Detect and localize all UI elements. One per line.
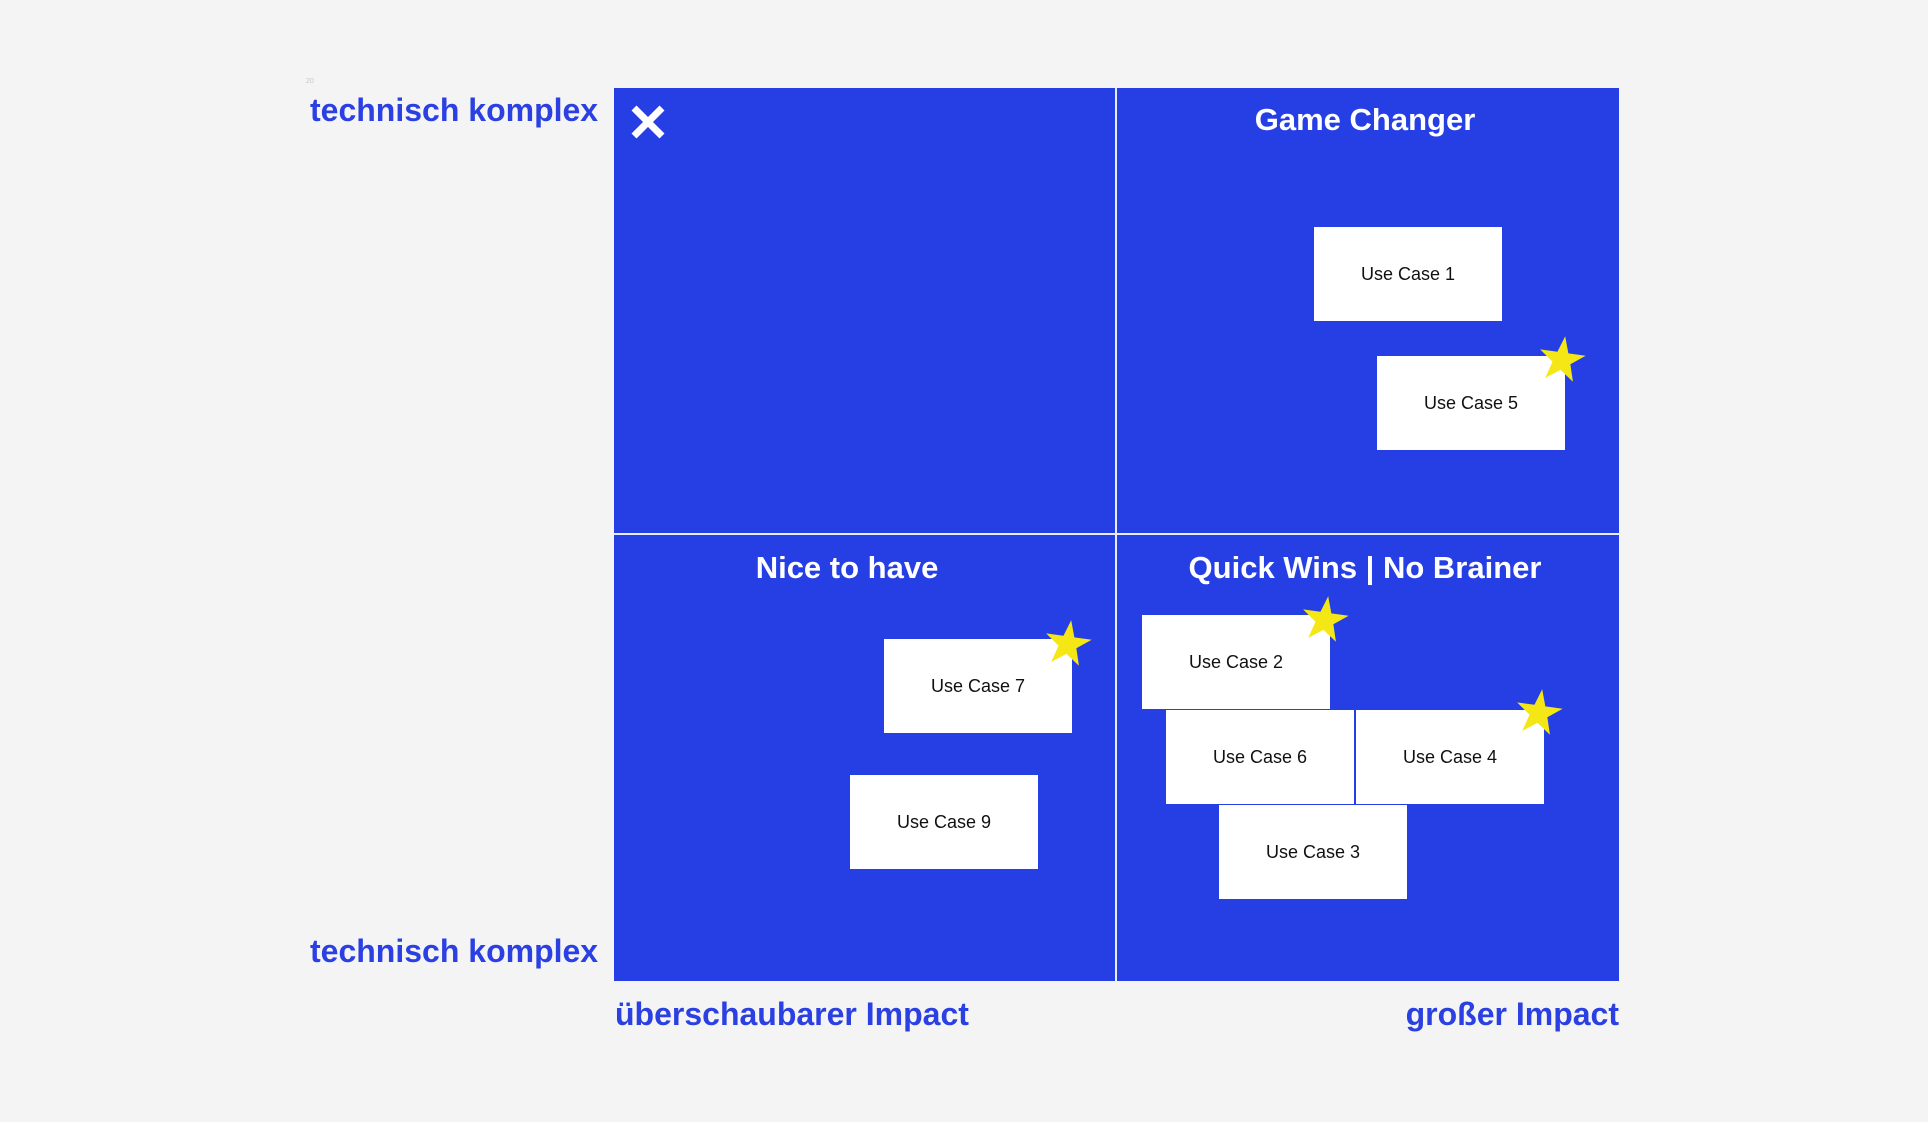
star-icon [1046, 620, 1092, 666]
y-axis-top-label: technisch komplex [310, 92, 599, 128]
horizontal-divider [614, 533, 1619, 535]
star-icon [1540, 336, 1586, 382]
use-case-card-label: Use Case 1 [1360, 263, 1456, 284]
quadrant-title-quick-wins: Quick Wins | No Brainer [1188, 550, 1542, 585]
use-case-card-9[interactable]: Use Case 9 [850, 775, 1038, 869]
y-axis-bottom-label: technisch komplex [310, 933, 599, 969]
use-case-card-label: Use Case 9 [896, 811, 992, 832]
use-case-card-label: Use Case 3 [1265, 841, 1361, 862]
use-case-card-label: Use Case 4 [1402, 746, 1498, 767]
use-case-card-5[interactable]: Use Case 5 [1377, 356, 1565, 450]
use-case-card-6[interactable]: Use Case 6 [1166, 710, 1354, 804]
use-case-card-label: Use Case 5 [1423, 392, 1519, 413]
close-icon[interactable] [628, 102, 668, 142]
use-case-card-2[interactable]: Use Case 2 [1142, 615, 1330, 709]
use-case-card-7[interactable]: Use Case 7 [884, 639, 1072, 733]
use-case-card-1[interactable]: Use Case 1 [1314, 227, 1502, 321]
use-case-card-label: Use Case 7 [930, 675, 1026, 696]
quadrant-title-nice-to-have: Nice to have [755, 550, 939, 585]
use-case-card-label: Use Case 6 [1212, 746, 1308, 767]
star-icon [1303, 596, 1349, 642]
x-axis-right-label: großer Impact [1405, 996, 1619, 1032]
use-case-card-label: Use Case 2 [1188, 651, 1284, 672]
corner-mark: 20 [306, 78, 314, 85]
quadrant-title-game-changer: Game Changer [1254, 102, 1476, 137]
use-case-card-4[interactable]: Use Case 4 [1356, 710, 1544, 804]
x-axis-left-label: überschaubarer Impact [615, 996, 969, 1032]
use-case-card-3[interactable]: Use Case 3 [1219, 805, 1407, 899]
priority-matrix: Game Changer Nice to have Quick Wins | N… [614, 88, 1619, 981]
star-icon [1517, 689, 1563, 735]
